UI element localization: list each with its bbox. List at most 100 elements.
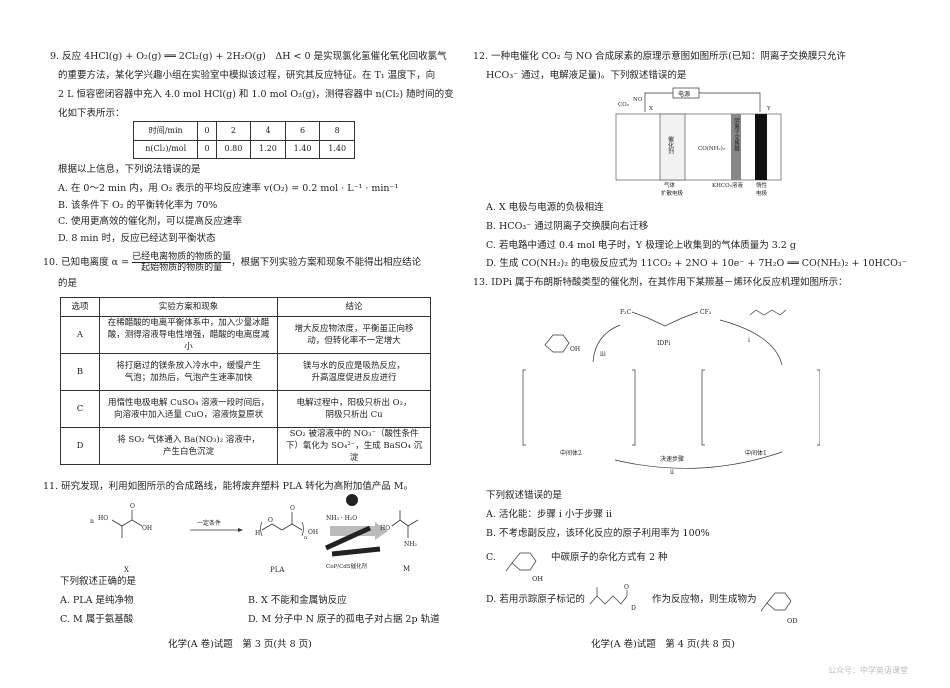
q9-line-2: 的重要方法，某化学兴趣小组在实验室中模拟该过程，研究其反应特征。在 T₁ 温度下… — [58, 70, 436, 81]
gde-label: 气体 — [664, 181, 676, 189]
line: 向溶液中加入适量 CuO，溶液恢复原状 — [113, 410, 264, 420]
intermediate-1-label: 中间体1 — [745, 449, 767, 457]
inert-label: 惰性 — [756, 181, 768, 189]
wire — [699, 92, 761, 112]
oh-label: OH — [142, 525, 152, 532]
cell: 电解过程中，阳极只析出 O₂，阴极只析出 Cu — [277, 390, 431, 428]
y-electrode-label: Y — [766, 106, 771, 112]
x-skeleton — [111, 519, 143, 527]
cf3-label: CF₃ — [700, 309, 712, 316]
co2-label: CO₂ — [618, 102, 629, 108]
header: 结论 — [277, 297, 431, 317]
cell: 6 — [284, 121, 321, 141]
x-electrode-label: X — [649, 106, 653, 112]
q9-option-b: B. 该条件下 O₂ 的平衡转化率为 70% — [58, 200, 218, 211]
n-label: n — [90, 518, 94, 525]
ho-label: HO — [98, 515, 108, 522]
step-ii-arrow — [614, 451, 783, 469]
line: 动，但转化率不一定增大 — [307, 336, 401, 346]
urea-label: CO(NH₂)₂ — [698, 145, 725, 152]
q13-option-b: B. 不考虑副反应，该环化反应的原子利用率为 100% — [486, 528, 710, 539]
cell: 在稀醋酸的电离平衡体系中，加入少量冰醋酸，测得溶液导电性增强，醋酸的电离度减小 — [98, 316, 279, 354]
line: 镁与水的反应是吸热反应， — [303, 361, 406, 371]
q12-line-1: 12. 一种电催化 CO₂ 与 NO 合成尿素的原理示意图如图所示(已知：阴离子… — [473, 51, 846, 62]
cell: 0 — [197, 139, 217, 159]
watermark: 公众号：中学英语课堂 — [828, 666, 908, 675]
q9-option-d: D. 8 min 时，反应已经达到平衡状态 — [58, 233, 216, 244]
line: 在稀醋酸的电离平衡体系中，加入少量冰醋 — [107, 318, 270, 328]
ring — [760, 592, 792, 612]
denominator: 起始物质的物质的量 — [141, 263, 223, 273]
step-iii-arrow — [592, 324, 621, 363]
cell: 用惰性电极电解 CuSO₄ 溶液一段时间后，向溶液中加入适量 CuO，溶液恢复原… — [98, 390, 279, 428]
ionization-fraction: 已经电离物质的物质的量起始物质的物质的量 — [132, 252, 232, 273]
catalyst-label: 催化剂 — [667, 135, 674, 155]
q13-stem: 13. IDPi 属于布朗斯特酸类型的催化剂，在其作用下某羰基－烯环化反应机理如… — [473, 277, 848, 288]
od-label: OD — [787, 617, 798, 625]
o-label: O — [624, 584, 629, 591]
m-label: M — [403, 565, 411, 573]
labeled-aldehyde-structure: O D — [589, 584, 636, 612]
membrane-label: 阴离子交换膜 — [733, 117, 740, 153]
q10-prefix: 10. 已知电离度 α = — [43, 257, 130, 268]
q12-line-2: HCO₃⁻ 通过，电解液足量)。下列叙述错误的是 — [486, 70, 687, 81]
line: 酸，测得溶液导电性增强，醋酸的电离度减小 — [107, 330, 270, 352]
line: 将打磨过的镁条放入冷水中，缓慢产生 — [116, 361, 261, 371]
q9-line-4: 化如下表所示： — [58, 108, 125, 119]
sun-icon — [346, 494, 358, 506]
idpi-label: IDPi — [657, 340, 670, 347]
q11-option-d: D. M 分子中 N 原子的孤电子对占据 2p 轨道 — [248, 614, 440, 625]
methylenecyclohexanol-structure: OH — [505, 552, 543, 583]
chain — [589, 595, 628, 605]
cell: 时间/min — [132, 121, 199, 141]
cell: 8 — [319, 121, 355, 141]
line: 将 SO₂ 气体通入 Ba(NO₃)₂ 溶液中， — [117, 435, 260, 445]
pla-label: PLA — [270, 566, 285, 574]
step-ii-label: ii — [670, 469, 674, 475]
line: 电解过程中，阳极只析出 O₂， — [296, 398, 412, 408]
khco3-label: KHCO₃溶液 — [712, 181, 743, 189]
q9-stem: 根据以上信息，下列说法错误的是 — [58, 164, 201, 175]
q13-question: 下列叙述错误的是 — [486, 490, 563, 501]
rate-determining-label: 决速步骤 — [660, 455, 684, 463]
o-label: O — [268, 517, 273, 524]
footer-right: 化学(A 卷)试题 第 4 页(共 8 页) — [591, 639, 735, 650]
line: 产生白色沉淀 — [163, 447, 215, 457]
oh-label: OH — [570, 346, 580, 353]
q12-option-b: B. HCO₃⁻ 通过阴离子交换膜向右迁移 — [486, 221, 649, 232]
cell: 1.40 — [284, 139, 321, 159]
inert-label-2: 电极 — [756, 189, 768, 197]
q12-option-a: A. X 电极与电源的负极相连 — [486, 202, 604, 213]
intermediate-2-label: 中间体2 — [560, 449, 582, 457]
q11-option-a: A. PLA 是纯净物 — [60, 595, 134, 606]
catalyst-rod-icon — [331, 546, 381, 557]
cell: 将打磨过的镁条放入冷水中，缓慢产生气泡；加热后，气泡产生速率加快 — [98, 353, 279, 391]
q12-option-c: C. 若电路中通过 0.4 mol 电子时，Y 极理论上收集到的气体质量为 3.… — [486, 240, 796, 251]
intermediate-1-bracket — [701, 369, 820, 446]
q13-option-d: D. 若用示踪原子标记的 — [486, 594, 585, 605]
bracket — [260, 521, 263, 537]
cell: 1.40 — [319, 139, 355, 159]
no-label: NO — [633, 97, 643, 103]
q11-question: 下列叙述正确的是 — [60, 576, 137, 587]
step-i-arrow — [719, 319, 783, 366]
numerator: 已经电离物质的物质的量 — [132, 252, 232, 263]
line: SO₂ 被溶液中的 NO₃⁻（酸性条件 — [289, 429, 419, 439]
catalyst-rod-icon — [324, 525, 372, 551]
f3c-label: F₃C — [620, 309, 632, 316]
mechanism-diagram: F₃C CF₃ IDPi OH iii i 中间体2 中间体1 决速步骤 ii — [522, 309, 820, 475]
q12-option-d: D. 生成 CO(NH₂)₂ 的电极反应式为 11CO₂ + 2NO + 10e… — [486, 258, 907, 269]
header: 选项 — [60, 297, 100, 317]
line: 下）氧化为 SO₄²⁻，生成 BaSO₄ 沉淀 — [285, 441, 423, 463]
arrow-band — [330, 526, 375, 536]
cell: A — [60, 316, 100, 354]
product-ring — [544, 334, 570, 353]
q13-option-c-text: 中碳原子的杂化方式有 2 种 — [551, 552, 668, 563]
pla-scheme: n HO O OH X 一定条件 H O O n OH PLA NH₃ · H₂… — [90, 494, 419, 574]
q11-stem: 11. 研究发现，利用如图所示的合成路线，能将废弃塑料 PLA 转化为高附加值产… — [43, 481, 413, 492]
condition-label: 一定条件 — [197, 519, 221, 527]
cell: 2 — [215, 121, 252, 141]
d-label: D — [631, 605, 636, 612]
oh-label: OH — [308, 529, 318, 536]
